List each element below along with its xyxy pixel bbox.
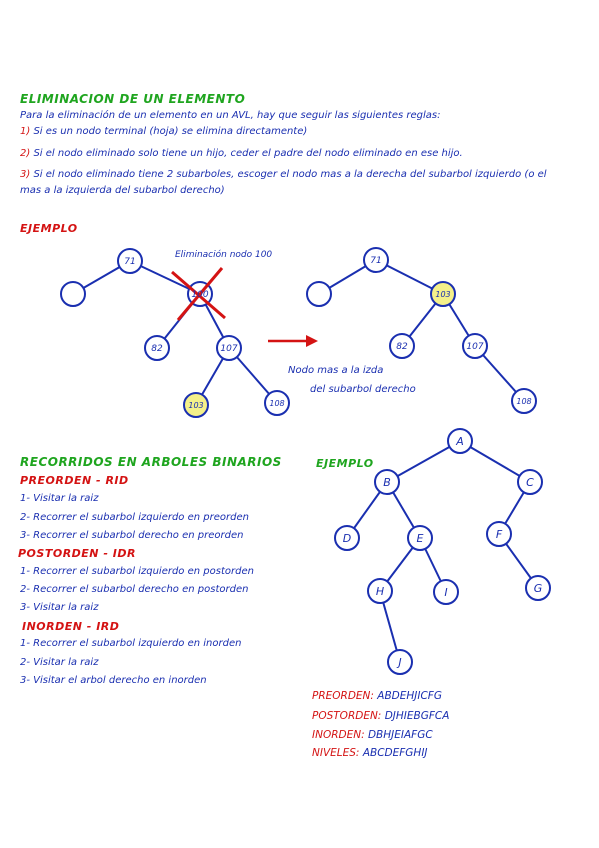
node-empty-left [60,281,86,307]
node-B [374,469,400,495]
postorden-title: POSTORDEN - IDR [18,547,136,560]
traversal-label: PREORDEN: [312,690,374,702]
inorden-title: INORDEN - IRD [22,620,120,633]
label-G: G [534,582,543,595]
label-F: F [496,528,503,541]
node-103-right [430,281,456,307]
node-107-left [216,335,242,361]
rule-number: 3) [20,169,31,180]
section-title-recorridos: RECORRIDOS EN ARBOLES BINARIOS [20,455,282,469]
node-empty-right [306,281,332,307]
delete-cross-icon [171,267,226,321]
rule-3: 3) Si el nodo eliminado tiene 2 subarbol… [20,169,547,180]
label-71-right: 71 [370,256,381,266]
inorden-step-3: 3- Visitar el arbol derecho en inorden [20,675,207,686]
node-71-right [363,247,389,273]
inorden-step-1: 1- Recorrer el subarbol izquierdo en ino… [20,638,242,649]
label-E: E [417,532,424,545]
example-label-2: EJEMPLO [316,457,374,470]
label-A: A [455,435,464,448]
postorden-step-1: 1- Recorrer el subarbol izquierdo en pos… [20,566,254,577]
traversal-inorden: INORDEN: DBHJEIAFGC [312,729,433,741]
node-103-highlighted-left [183,392,209,418]
note-line-2: del subarbol derecho [310,384,416,395]
rule-text: Si el nodo eliminado tiene 2 subarboles,… [33,169,547,180]
label-100: 100 [191,290,208,300]
label-H: H [376,585,384,598]
rule-text: Si el nodo eliminado solo tiene un hijo,… [33,148,463,159]
arrow-right-icon [268,335,318,347]
node-107-right [462,333,488,359]
traversal-postorden: POSTORDEN: DJHIEBGFCA [312,710,449,722]
traversal-label: NIVELES: [312,747,360,759]
rule-1: 1) Si es un nodo terminal (hoja) se elim… [20,126,307,137]
preorden-step-3: 3- Recorrer el subarbol derecho en preor… [20,530,244,541]
example-label-1: EJEMPLO [20,222,78,235]
node-G [525,575,551,601]
node-H [367,578,393,604]
label-J: J [396,656,401,669]
traversal-preorden: PREORDEN: ABDEHJICFG [312,690,442,702]
rule-3-continued: mas a la izquierda del subarbol derecho) [20,185,225,196]
label-D: D [343,532,351,545]
section-title-eliminacion: ELIMINACION DE UN ELEMENTO [20,92,246,106]
preorden-step-2: 2- Recorrer el subarbol izquierdo en pre… [20,512,249,523]
preorden-step-1: 1- Visitar la raiz [20,493,99,504]
rule-number: 2) [20,148,31,159]
deletion-annotation: Eliminación nodo 100 [175,250,273,260]
preorden-title: PREORDEN - RID [20,474,129,487]
node-E [407,525,433,551]
node-C [517,469,543,495]
label-108-right: 108 [516,397,531,406]
label-103-right: 103 [435,290,450,299]
label-108-left: 108 [269,399,284,408]
label-107-right: 107 [466,342,483,352]
rule-2: 2) Si el nodo eliminado solo tiene un hi… [20,148,463,159]
node-108-right [511,388,537,414]
node-J [387,649,413,675]
traversal-value: ABCDEFGHIJ [362,747,428,759]
postorden-step-2: 2- Recorrer el subarbol derecho en posto… [20,584,249,595]
node-71-left [117,248,143,274]
traversal-label: INORDEN: [312,729,365,741]
rule-text: Si es un nodo terminal (hoja) se elimina… [33,126,308,137]
traversal-value: ABDEHJICFG [377,690,442,702]
node-I [433,579,459,605]
inorden-step-2: 2- Visitar la raiz [20,657,99,668]
label-C: C [526,476,534,489]
traversal-niveles: NIVELES: ABCDEFGHIJ [312,747,428,759]
label-I: I [444,586,447,599]
postorden-step-3: 3- Visitar la raiz [20,602,99,613]
note-line-1: Nodo mas a la izda [288,365,384,376]
traversal-label: POSTORDEN: [312,710,382,722]
label-82-right: 82 [396,342,408,352]
label-103-left: 103 [188,401,203,410]
node-82-right [389,333,415,359]
node-A [447,428,473,454]
traversal-value: DBHJEIAFGC [367,729,433,741]
rule-number: 1) [20,126,31,137]
node-F [486,521,512,547]
label-71-left: 71 [124,257,135,267]
label-82-left: 82 [151,344,163,354]
traversal-value: DJHIEBGFCA [384,710,450,722]
label-B: B [383,476,391,489]
node-108-left [264,390,290,416]
node-D [334,525,360,551]
intro-text: Para la eliminación de un elemento en un… [20,110,441,121]
label-107-left: 107 [220,344,237,354]
node-82-left [144,335,170,361]
